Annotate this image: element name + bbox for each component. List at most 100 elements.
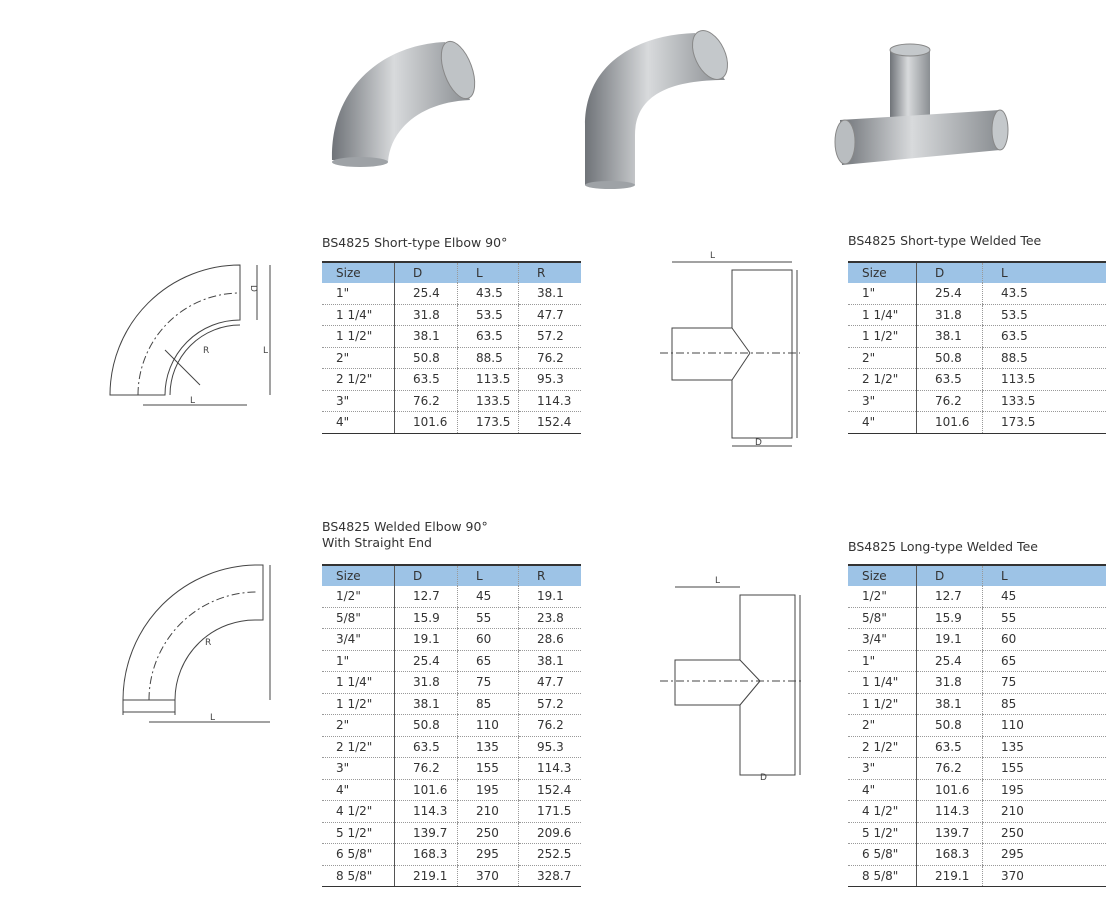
column-header: R: [518, 261, 581, 283]
table-cell: 60: [457, 628, 519, 651]
table-cell: 3": [322, 757, 395, 780]
table-cell: 43.5: [982, 283, 1106, 305]
table-cell: 50.8: [916, 347, 983, 369]
table-cell: 23.8: [518, 607, 581, 629]
table-cell: 295: [982, 843, 1106, 866]
table-cell: 2 1/2": [848, 368, 917, 391]
table-cell: 31.8: [394, 671, 458, 694]
table-cell: 173.5: [457, 411, 519, 434]
table-cell: 4": [848, 411, 917, 434]
table-cell: 76.2: [916, 757, 983, 780]
table-cell: 47.7: [518, 671, 581, 694]
table-cell: 53.5: [982, 304, 1106, 326]
table-cell: 28.6: [518, 628, 581, 651]
table-cell: 168.3: [916, 843, 983, 866]
table-cell: 57.2: [518, 325, 581, 348]
table-cell: 4 1/2": [848, 800, 917, 823]
table-cell: 1": [322, 650, 395, 672]
table-cell: 152.4: [518, 411, 581, 434]
table-cell: 2": [848, 347, 917, 369]
table-cell: 1/2": [322, 586, 395, 608]
svg-text:D: D: [755, 438, 762, 448]
table-cell: 60: [982, 628, 1106, 651]
table-cell: 76.2: [394, 757, 458, 780]
table-cell: 2": [322, 347, 395, 369]
table-cell: 75: [457, 671, 519, 694]
table-cell: 3": [848, 390, 917, 412]
welded-elbow-title: BS4825 Welded Elbow 90°: [322, 519, 488, 534]
table-cell: 4": [322, 411, 395, 434]
table-cell: 95.3: [518, 368, 581, 391]
table-cell: 195: [982, 779, 1106, 801]
table-cell: 25.4: [916, 650, 983, 672]
table-cell: 139.7: [916, 822, 983, 844]
table-cell: 101.6: [916, 411, 983, 434]
table-cell: 152.4: [518, 779, 581, 801]
table-cell: 133.5: [982, 390, 1106, 412]
table-cell: 5 1/2": [322, 822, 395, 844]
table-cell: 75: [982, 671, 1106, 694]
column-header: D: [394, 261, 458, 283]
short-tee-drawing: L D: [660, 251, 800, 448]
column-header: Size: [848, 564, 917, 586]
table-cell: 114.3: [518, 390, 581, 412]
table-cell: 370: [982, 865, 1106, 887]
table-cell: 5 1/2": [848, 822, 917, 844]
table-cell: 53.5: [457, 304, 519, 326]
table-cell: 114.3: [518, 757, 581, 780]
table-cell: 110: [457, 714, 519, 737]
table-cell: 1 1/2": [322, 325, 395, 348]
table-cell: 47.7: [518, 304, 581, 326]
welded-elbow-photo: [585, 30, 728, 189]
table-cell: 19.1: [518, 586, 581, 608]
table-cell: 63.5: [394, 736, 458, 758]
table-cell: 85: [457, 693, 519, 715]
table-cell: 76.2: [518, 347, 581, 369]
svg-text:L: L: [710, 251, 715, 261]
table-cell: 113.5: [982, 368, 1106, 391]
table-cell: 38.1: [518, 283, 581, 305]
table-cell: 1 1/2": [322, 693, 395, 715]
table-cell: 1 1/4": [322, 304, 395, 326]
welded-elbow-subtitle: With Straight End: [322, 535, 432, 550]
table-cell: 1 1/2": [848, 693, 917, 715]
table-cell: 113.5: [457, 368, 519, 391]
table-cell: 19.1: [394, 628, 458, 651]
table-cell: 38.1: [916, 325, 983, 348]
table-cell: 55: [982, 607, 1106, 629]
column-header: Size: [322, 564, 395, 586]
table-cell: 1/2": [848, 586, 917, 608]
table-cell: 133.5: [457, 390, 519, 412]
column-header: Size: [322, 261, 395, 283]
table-cell: 2 1/2": [848, 736, 917, 758]
table-cell: 4": [848, 779, 917, 801]
table-cell: 6 5/8": [322, 843, 395, 866]
table-cell: 2": [322, 714, 395, 737]
svg-text:L: L: [190, 396, 195, 406]
table-cell: 110: [982, 714, 1106, 737]
table-cell: 38.1: [394, 325, 458, 348]
short-tee-title: BS4825 Short-type Welded Tee: [848, 233, 1042, 248]
table-cell: 8 5/8": [322, 865, 395, 887]
table-cell: 25.4: [394, 650, 458, 672]
